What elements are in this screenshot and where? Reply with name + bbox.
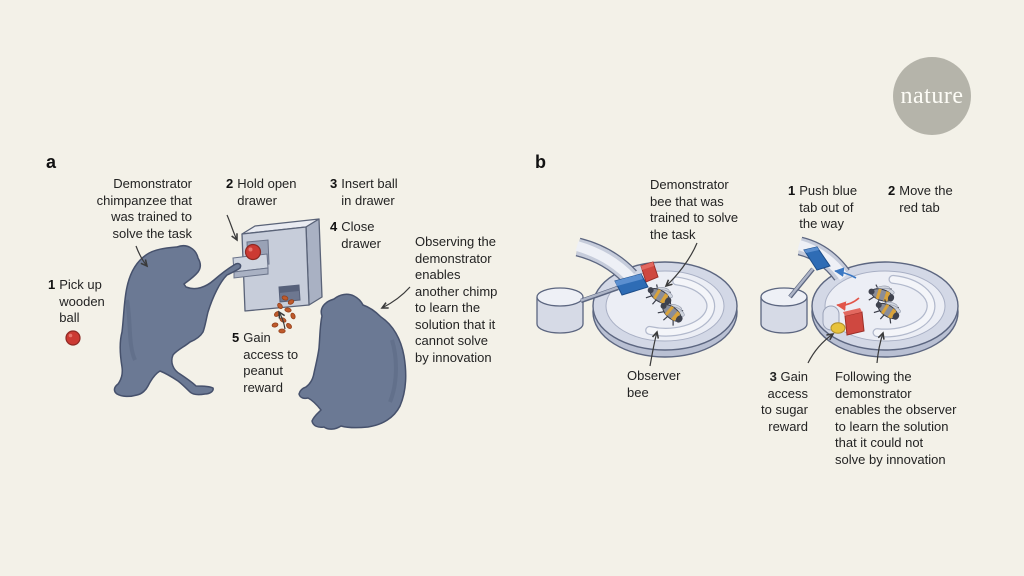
arrow-to-sugar-reward — [807, 334, 833, 364]
caption-observing-chimp: Observing the demonstrator enables anoth… — [415, 234, 498, 365]
blue-tab-left — [614, 273, 649, 296]
panel-b-label: b — [535, 152, 546, 172]
bee-arena-left — [536, 237, 738, 358]
observer-chimp-illustration — [298, 293, 407, 430]
step-b3-gain-sugar-reward: 3 Gain access to sugar reward — [761, 369, 808, 434]
nature-logo-text: nature — [900, 82, 964, 109]
caption-arrows-b — [649, 242, 883, 367]
step-number: 3 — [769, 369, 777, 384]
panel-b-illustration — [536, 236, 959, 367]
caption-observer-bee: Observer bee — [627, 368, 681, 400]
step-a4-close-drawer: 4 Close drawer — [330, 219, 381, 251]
red-ball-in-drawer — [244, 243, 262, 261]
caption-following-bee: Following the demonstrator enables the o… — [835, 369, 957, 467]
arrow-to-observer-chimp — [382, 286, 411, 308]
step-number: 1 — [788, 183, 796, 198]
blue-tab-right — [803, 246, 831, 271]
drawer-with-ball — [232, 239, 270, 279]
feeder-cylinder-right — [760, 287, 808, 334]
nature-logo: nature — [893, 57, 971, 135]
step-a3-insert-ball: 3 Insert ball in drawer — [330, 176, 398, 208]
arrow-to-drawer — [226, 214, 237, 240]
caption-arrows-a — [135, 214, 411, 330]
caption-demonstrator-chimp: Demonstrator chimpanzee that was trained… — [96, 176, 192, 241]
arrow-to-demonstrator-chimp — [135, 245, 147, 266]
panel-a-label: a — [46, 152, 57, 172]
step-number: 5 — [232, 330, 240, 345]
arrow-to-peanuts — [279, 312, 286, 330]
arrow-to-following-bee — [876, 333, 883, 364]
demonstrator-chimp-illustration — [113, 245, 242, 398]
reward-box-illustration — [232, 218, 323, 312]
step-b2-move-red-tab: 2 Move the red tab — [888, 183, 953, 215]
step-a2-hold-open-drawer: 2 Hold open drawer — [226, 176, 297, 208]
blue-tab-motion-arrow — [834, 267, 857, 279]
panel-a-illustration — [65, 214, 411, 430]
bee-arena-right — [760, 236, 959, 358]
arrow-to-demonstrator-bee — [666, 242, 698, 286]
step-a1-pick-up-ball: 1 Pick up wooden ball — [48, 277, 105, 325]
feeder-cylinder-left — [536, 287, 584, 334]
wooden-ball — [65, 330, 81, 346]
caption-demonstrator-bee: Demonstrator bee that was trained to sol… — [650, 177, 739, 242]
red-tab-left — [640, 261, 659, 283]
sugar-droplet — [830, 322, 846, 334]
step-a5-gain-peanut-reward: 5 Gain access to peanut reward — [232, 330, 299, 395]
step-number: 4 — [330, 219, 338, 234]
red-tab-motion-arrow — [836, 297, 860, 311]
step-b1-push-blue-tab: 1 Push blue tab out of the way — [788, 183, 858, 231]
entry-channel-left — [575, 237, 637, 284]
step-number: 3 — [330, 176, 338, 191]
reward-opening — [278, 284, 301, 303]
arrow-to-observer-bee — [649, 332, 657, 367]
red-tab-right — [843, 308, 865, 336]
step-number: 2 — [888, 183, 896, 198]
step-number: 1 — [48, 277, 56, 292]
step-number: 2 — [226, 176, 234, 191]
